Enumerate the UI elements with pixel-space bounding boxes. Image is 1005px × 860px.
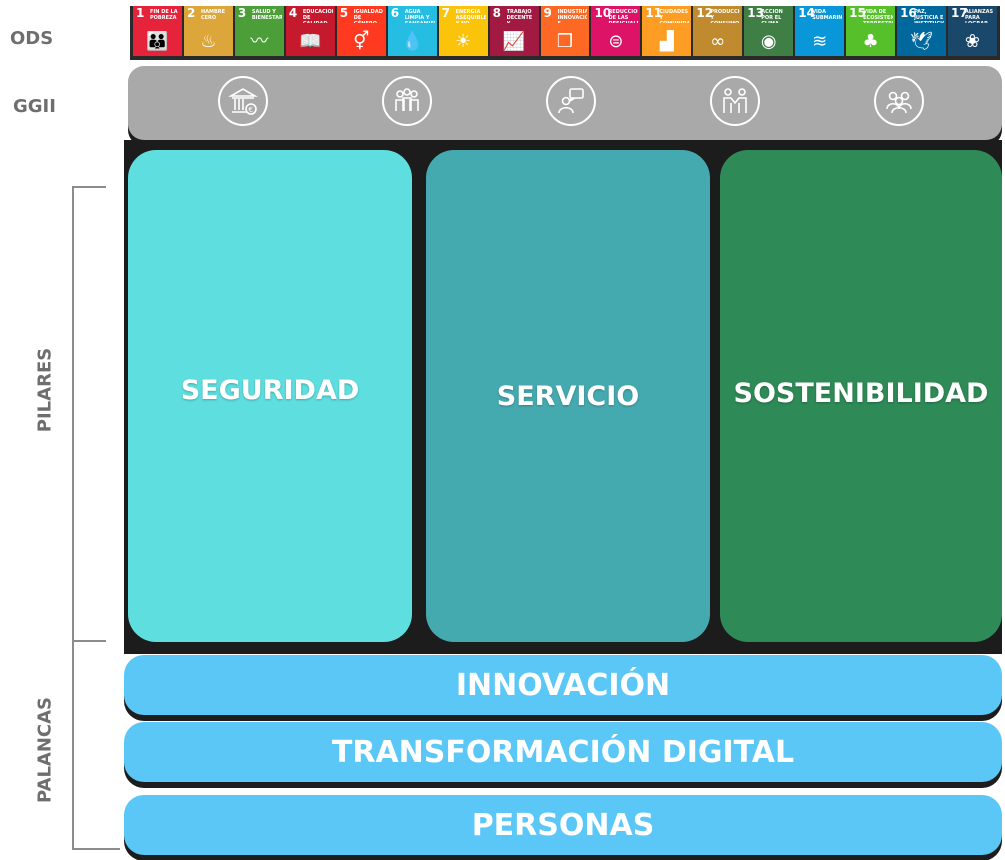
ods-title: PAZ, JUSTICIA E INSTITUCIONES SÓLIDAS	[914, 9, 944, 23]
pillar-sostenibilidad-label: SOSTENIBILIDAD	[733, 377, 989, 409]
people-icon: 👪	[146, 31, 169, 52]
equal-icon: ⊜	[608, 31, 624, 52]
lever-innovacion-label: INNOVACIÓN	[455, 667, 671, 703]
pillar-sostenibilidad: SOSTENIBILIDAD	[720, 150, 1002, 642]
pillar-servicio: SERVICIO	[426, 150, 710, 642]
ods-number: 9	[543, 6, 552, 20]
ods-title: TRABAJO DECENTE Y CRECIMIENTO ECONÓMICO	[506, 9, 533, 23]
ods-title: ACCIÓN POR EL CLIMA	[761, 9, 783, 23]
ods-tile-6: 6 AGUA LIMPIA Y SANEAMIENTO 💧	[387, 6, 437, 56]
speech-person-icon	[546, 76, 596, 126]
ods-tile-7: 7 ENERGÍA ASEQUIBLE Y NO CONTAMINANTE ☀	[438, 6, 488, 56]
growth-icon: 📈	[502, 31, 526, 52]
ods-title: ALIANZAS PARA LOGRAR LOS OBJETIVOS	[965, 9, 994, 23]
ods-number: 15	[849, 6, 866, 20]
ods-tile-9: 9 INDUSTRIA, INNOVACIÓN E INFRAESTRUCTURA…	[540, 6, 590, 56]
dove-icon: 🕊	[910, 31, 933, 52]
ods-number: 4	[288, 6, 298, 20]
ods-tile-12: 12PRODUCCIÓN Y CONSUMO RESPONSABLES ∞	[693, 6, 743, 56]
ods-number: 8	[492, 6, 501, 20]
ods-tile-1: 1 FIN DE LA POBREZA 👪	[133, 6, 182, 56]
sun-icon: ☀	[455, 31, 472, 52]
ods-title: VIDA DE ECOSISTEMAS TERRESTRES	[863, 9, 894, 23]
ods-tile-8: 8 TRABAJO DECENTE Y CRECIMIENTO ECONÓMICO…	[489, 6, 539, 56]
svg-text:€: €	[249, 106, 253, 114]
heartbeat-icon: 〰	[250, 31, 269, 52]
ods-tile-5: 5 IGUALDAD DE GÉNERO ⚥	[336, 6, 386, 56]
ods-number: 3	[237, 6, 247, 20]
pillar-seguridad-label: SEGURIDAD	[180, 374, 360, 406]
ods-strip: 1 FIN DE LA POBREZA 👪 2 HAMBRE CERO ♨ 3 SALUD Y…	[130, 6, 1000, 60]
ods-number: 6	[390, 6, 400, 20]
pillar-servicio-label: SERVICIO	[496, 380, 640, 412]
ods-number: 17	[951, 6, 968, 20]
ods-title: AGUA LIMPIA Y SANEAMIENTO	[404, 9, 435, 23]
fish-icon: ≋	[812, 31, 828, 52]
lever-transformacion-digital: TRANSFORMACIÓN DIGITAL	[124, 722, 1002, 782]
ods-number: 14	[798, 6, 815, 20]
pilares-bracket	[72, 186, 106, 642]
ods-label: ODS	[10, 28, 54, 49]
ods-title: PRODUCCIÓN Y CONSUMO RESPONSABLES	[710, 9, 740, 23]
employees-icon	[382, 76, 432, 126]
ods-title: VIDA SUBMARINA	[812, 9, 843, 21]
ods-title: IGUALDAD DE GÉNERO	[353, 9, 383, 23]
lever-transformacion-label: TRANSFORMACIÓN DIGITAL	[331, 734, 795, 770]
lever-personas: PERSONAS	[124, 795, 1002, 855]
ods-number: 11	[645, 6, 663, 20]
book-icon: 📖	[299, 31, 322, 52]
ods-number: 1	[136, 6, 145, 20]
ods-title: EDUCACIÓN DE CALIDAD	[302, 9, 333, 23]
ods-title: INDUSTRIA, INNOVACIÓN E INFRAESTRUCTURA	[557, 9, 588, 23]
ods-title: CIUDADES Y COMUNIDADES SOSTENIBLES	[659, 9, 689, 23]
ods-title: ENERGÍA ASEQUIBLE Y NO CONTAMINANTE	[455, 9, 486, 23]
lever-innovacion: INNOVACIÓN	[124, 655, 1002, 715]
infinity-icon: ∞	[710, 31, 726, 52]
palancas-label: PALANCAS	[34, 696, 56, 804]
gender-icon: ⚥	[353, 31, 370, 52]
ods-title: HAMBRE CERO	[200, 9, 226, 21]
ods-title: REDUCCIÓN DE LAS DESIGUALDADES	[608, 9, 639, 23]
ods-number: 2	[186, 6, 196, 20]
ods-number: 12	[696, 6, 714, 20]
community-icon	[874, 76, 924, 126]
ods-number: 13	[747, 6, 764, 20]
ods-number: 10	[594, 6, 612, 20]
tree-icon: ♣	[862, 31, 879, 52]
eye-globe-icon: ◉	[760, 31, 777, 52]
ods-tile-2: 2 HAMBRE CERO ♨	[183, 6, 233, 56]
ods-number: 5	[339, 6, 349, 20]
ggii-label: GGII	[13, 96, 56, 117]
ggii-bar: €	[128, 66, 1002, 140]
lever-personas-label: PERSONAS	[471, 807, 655, 843]
city-icon: ▟	[659, 31, 674, 52]
cubes-icon: ❒	[556, 31, 574, 52]
pilares-label: PILARES	[34, 347, 56, 433]
ods-title: FIN DE LA POBREZA	[150, 9, 178, 21]
ods-number: 7	[441, 6, 450, 20]
ods-tile-4: 4 EDUCACIÓN DE CALIDAD 📖	[285, 6, 335, 56]
bowl-icon: ♨	[200, 31, 217, 52]
palancas-bracket	[72, 642, 120, 850]
bank-euro-icon: €	[218, 76, 268, 126]
ods-tile-3: 3 SALUD Y BIENESTAR 〰	[234, 6, 284, 56]
flower-icon: ❀	[964, 31, 981, 52]
handshake-icon	[710, 76, 760, 126]
ods-number: 16	[900, 6, 917, 20]
pillar-seguridad: SEGURIDAD	[128, 150, 412, 642]
water-icon: 💧	[400, 31, 424, 52]
ods-title: SALUD Y BIENESTAR	[251, 9, 282, 21]
